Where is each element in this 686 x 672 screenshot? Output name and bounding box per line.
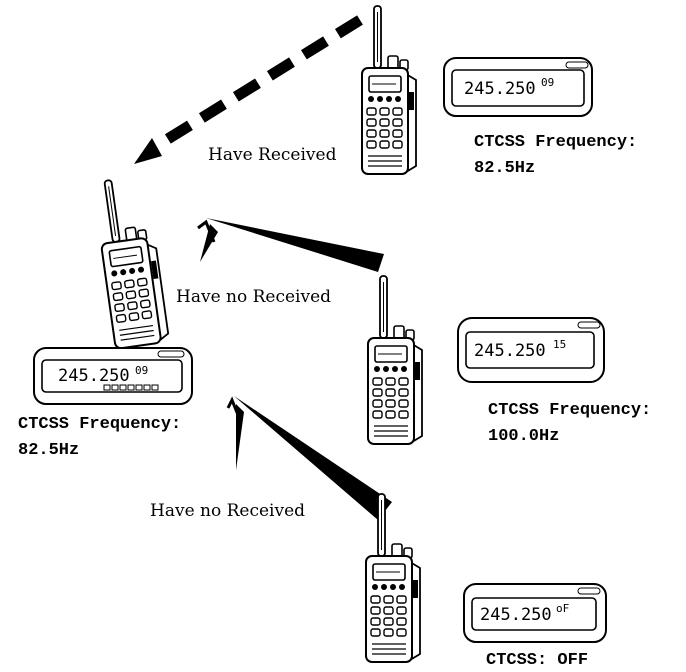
have-no-received-label-middle: Have no Received <box>176 287 331 307</box>
have-no-received-label-bottom: Have no Received <box>150 501 305 521</box>
lcd-frequency-left: 245.250 <box>58 366 130 386</box>
lcd-frequency-middle: 245.250 <box>474 341 546 361</box>
ctcss-off-label: CTCSS: OFF <box>486 651 588 670</box>
lcd-code-middle: 15 <box>553 338 566 351</box>
lcd-frequency-bottom: 245.250 <box>480 605 552 625</box>
signal-meter-icon <box>103 384 159 391</box>
radio-left-icon <box>91 174 171 350</box>
lcd-code-left: 09 <box>135 364 148 377</box>
lcd-code-bottom: oF <box>556 602 569 615</box>
received-arrow <box>134 15 363 164</box>
radio-middle-icon <box>367 275 423 445</box>
lcd-frequency-top: 245.250 <box>464 79 536 99</box>
radio-bottom-icon <box>365 493 421 663</box>
have-received-label: Have Received <box>208 145 337 165</box>
lcd-display-bottom: 245.250 oF <box>463 583 607 643</box>
no-received-arrow-middle <box>197 218 384 272</box>
lcd-display-middle: 245.250 15 <box>457 317 605 383</box>
ctcss-value-top: 82.5Hz <box>474 159 535 178</box>
radio-top-icon <box>361 5 417 175</box>
no-received-arrow-bottom <box>226 396 392 520</box>
ctcss-value-left: 82.5Hz <box>18 441 79 460</box>
lcd-code-top: 09 <box>541 76 554 89</box>
lcd-display-left: 245.250 09 <box>33 347 193 405</box>
ctcss-label-left: CTCSS Frequency: <box>18 415 181 434</box>
ctcss-label-top: CTCSS Frequency: <box>474 133 637 152</box>
lcd-display-top: 245.250 09 <box>443 57 593 117</box>
ctcss-label-middle: CTCSS Frequency: <box>488 401 651 420</box>
ctcss-value-middle: 100.0Hz <box>488 427 559 446</box>
